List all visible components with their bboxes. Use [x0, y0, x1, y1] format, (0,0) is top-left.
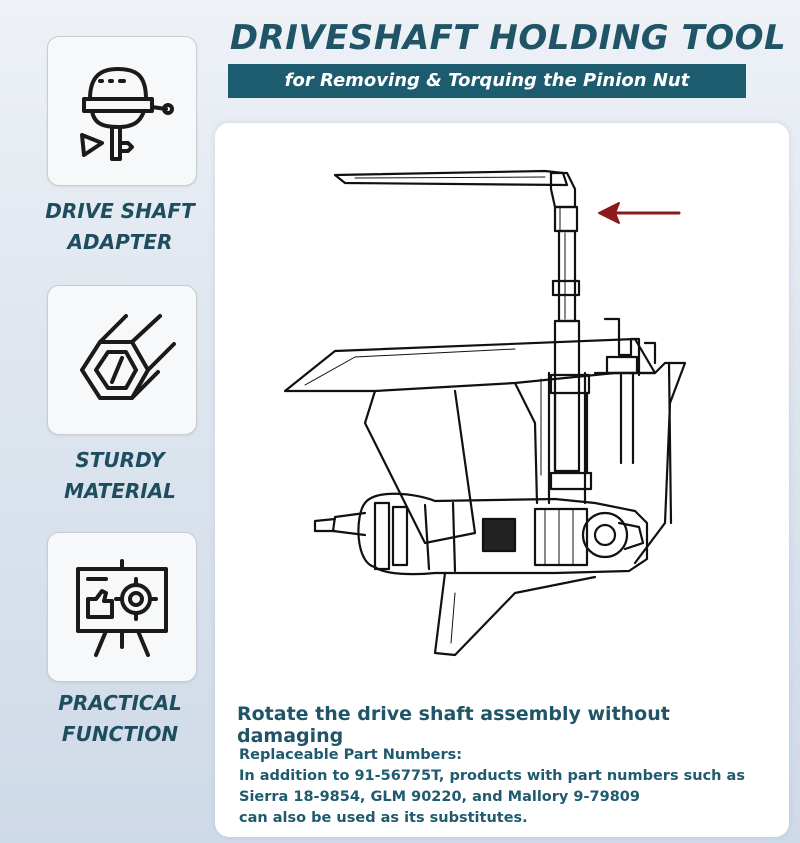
outboard-motor-icon: [80, 67, 174, 161]
feature-label-drive-shaft-adapter: DRIVE SHAFT ADAPTER: [20, 196, 220, 258]
feature-card-sturdy-material: [47, 285, 197, 435]
feature-label-practical-function: PRACTICAL FUNCTION: [20, 688, 220, 750]
parts-heading: Replaceable Part Numbers:: [239, 747, 463, 763]
feature-label-sturdy-material: STURDY MATERIAL: [20, 445, 220, 507]
feature-label-line2: MATERIAL: [64, 479, 176, 503]
feature-label-line1: STURDY: [75, 448, 165, 472]
feature-label-line1: DRIVE SHAFT: [45, 199, 195, 223]
page-subtitle: for Removing & Torquing the Pinion Nut: [284, 70, 690, 91]
feature-card-drive-shaft-adapter: [47, 36, 197, 186]
feature-label-line2: FUNCTION: [61, 722, 179, 746]
product-illustration-card: Rotate the drive shaft assembly without …: [215, 123, 789, 837]
replaceable-parts-block: Replaceable Part Numbers: In addition to…: [239, 745, 779, 829]
lower-unit-diagram: [283, 169, 687, 657]
product-tagline: Rotate the drive shaft assembly without …: [237, 703, 670, 747]
pointer-arrowhead: [598, 202, 620, 224]
parts-line: In addition to 91-56775T, products with …: [239, 768, 745, 784]
feature-card-practical-function: [47, 532, 197, 682]
subtitle-banner: [228, 64, 746, 98]
feature-label-line2: ADAPTER: [67, 230, 173, 254]
parts-line: Sierra 18-9854, GLM 90220, and Mallory 9…: [239, 789, 640, 805]
feature-label-line1: PRACTICAL: [58, 691, 182, 715]
page-title: DRIVESHAFT HOLDING TOOL: [229, 18, 787, 58]
parts-line: can also be used as its substitutes.: [239, 810, 528, 826]
hex-socket-icon: [80, 314, 176, 400]
presentation-gear-icon: [76, 559, 168, 657]
